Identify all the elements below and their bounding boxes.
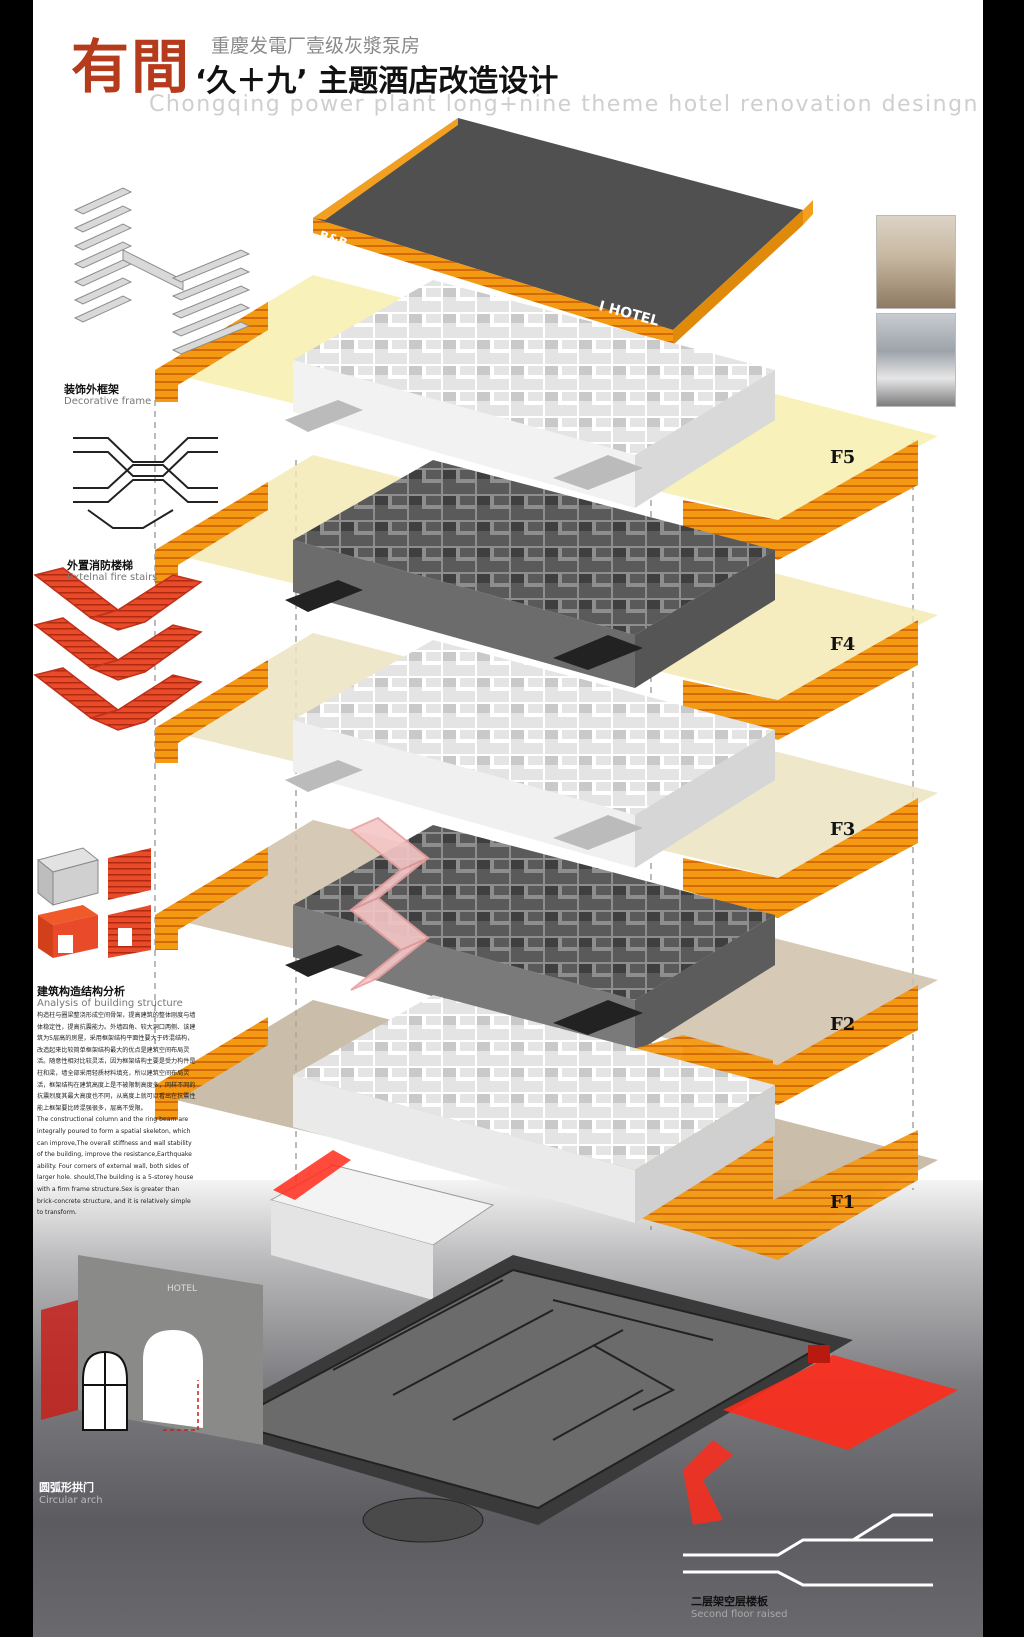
raised-floor-label-cn: 二层架空层楼板	[691, 1595, 768, 1608]
structure-label-en: Analysis of building structure	[37, 998, 183, 1009]
logo-title: 有間	[71, 33, 192, 101]
floor-label-f2: F2	[830, 1014, 856, 1035]
structure-text-en: The constructional column and the ring b…	[37, 1116, 194, 1217]
title-main-cn: ‘久＋九’ 主题酒店改造设计	[195, 64, 559, 99]
decorative-frame-diagram	[73, 187, 251, 355]
title-english: Chongqing power plant long+nine theme ho…	[149, 92, 979, 117]
stairs-label-en: Extelnal fire stairs	[67, 572, 158, 583]
building-f3	[285, 640, 775, 868]
ground-slab	[198, 1255, 853, 1543]
arch-sign: HOTEL	[167, 1284, 198, 1294]
fire-stairs-line-diagram	[73, 437, 218, 529]
building-f1	[269, 995, 775, 1300]
room-photo-bedroom	[876, 313, 956, 407]
structure-description: 构造柱与圈梁整浇形成空间骨架，提高建筑的整体刚度与墙体稳定性，提高抗震能力。外墙…	[37, 1010, 197, 1219]
circular-arch-wall	[41, 1255, 263, 1445]
title-subtitle-cn: 重慶发電厂壹级灰漿泵房	[211, 35, 421, 57]
floor-label-f3: F3	[830, 819, 856, 840]
raised-floor-label-en: Second floor raised	[691, 1609, 788, 1620]
raised-floor-stairs-icon	[683, 1513, 933, 1587]
raised-floor-red	[683, 1345, 958, 1525]
floor-label-f5: F5	[830, 447, 856, 468]
building-f4	[285, 460, 775, 688]
arch-label-en: Circular arch	[39, 1495, 103, 1506]
frame-label-en: Decorative frame	[64, 396, 152, 407]
arch-label-cn: 圆弧形拱门	[39, 1481, 94, 1494]
frame-label-cn: 装饰外框架	[64, 383, 119, 396]
poster: 有間 重慶发電厂壹级灰漿泵房 ‘久＋九’ 主题酒店改造设计 Chongqing …	[33, 0, 983, 1637]
floor-label-f1: F1	[830, 1192, 856, 1213]
fire-stairs-3d	[349, 816, 430, 991]
roof-slab	[313, 118, 813, 345]
structure-text-cn: 构造柱与圈梁整浇形成空间骨架，提高建筑的整体刚度与墙体稳定性，提高抗震能力。外墙…	[37, 1012, 196, 1112]
structure-label-cn: 建筑构造结构分析	[37, 985, 125, 998]
room-photo-lounge	[876, 215, 956, 309]
building-f5	[285, 280, 775, 508]
structure-cubes	[36, 847, 151, 958]
fire-stairs-red-diagram	[33, 567, 203, 731]
floor-label-f4: F4	[830, 634, 856, 655]
exploded-axonometric	[33, 118, 958, 1587]
stairs-label-cn: 外置消防楼梯	[67, 559, 133, 572]
